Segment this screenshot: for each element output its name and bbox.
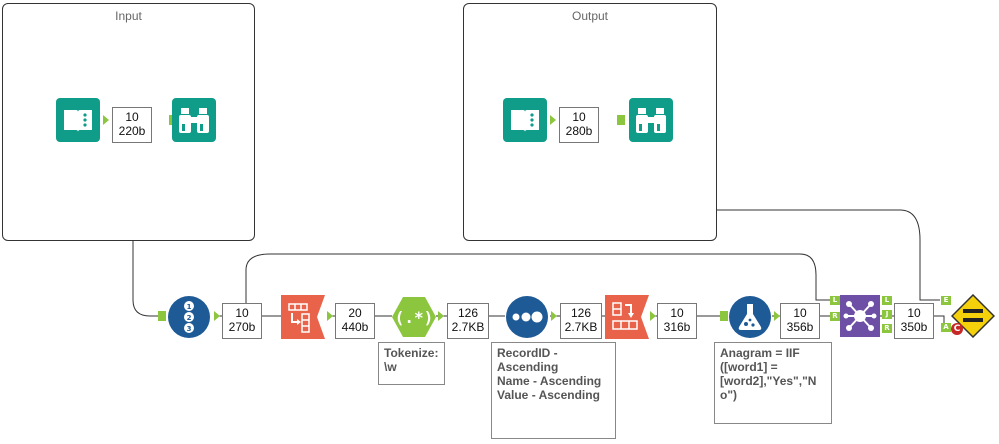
tile-dots-icon xyxy=(506,296,548,338)
join-anchor-right-out[interactable]: R xyxy=(882,324,892,333)
connection-label-6: 10 356b xyxy=(780,303,820,339)
connection-label-2: 20 440b xyxy=(335,303,375,339)
browse-tool-output[interactable] xyxy=(629,98,673,142)
regex-tool[interactable]: (.*) xyxy=(392,295,436,339)
data-size: 316b xyxy=(663,320,691,334)
join-anchor-join-out[interactable]: J xyxy=(882,310,892,319)
input-data-tool[interactable] xyxy=(56,98,100,142)
formula-annotation: Anagram = IIF ([word1] = [word2],"Yes","… xyxy=(714,342,832,424)
data-size: 2.7KB xyxy=(564,320,598,334)
tile-tool[interactable] xyxy=(505,295,549,339)
sort-tool[interactable] xyxy=(605,295,649,339)
error-indicator-label: C xyxy=(953,324,961,334)
sort-icon xyxy=(605,295,649,339)
anchor-out[interactable] xyxy=(650,311,656,321)
record-count: 20 xyxy=(348,306,362,320)
test-anchor-actual[interactable]: A xyxy=(941,323,951,332)
formula-flask-icon xyxy=(729,296,771,338)
record-id-icon: 1 2 3 xyxy=(168,296,210,338)
browse-binoculars-icon xyxy=(172,98,216,142)
data-size: 350b xyxy=(900,320,928,334)
svg-text:3: 3 xyxy=(187,325,192,333)
record-count: 126 xyxy=(570,306,592,320)
record-id-tool[interactable]: 1 2 3 xyxy=(167,295,211,339)
browse-tool-input[interactable] xyxy=(172,98,216,142)
transpose-icon xyxy=(281,295,325,339)
browse-binoculars-icon xyxy=(629,98,673,142)
input-container-title: Input xyxy=(115,9,142,23)
svg-text:2: 2 xyxy=(187,314,192,322)
transpose-tool[interactable] xyxy=(281,295,325,339)
join-tool[interactable] xyxy=(840,295,880,337)
anchor-out[interactable] xyxy=(103,115,109,125)
output-container-title: Output xyxy=(571,9,609,23)
output-input-data-tool[interactable] xyxy=(503,98,547,142)
regex-icon: (.*) xyxy=(392,297,436,337)
regex-annotation: Tokenize: \w xyxy=(378,342,445,385)
anchor-out[interactable] xyxy=(774,311,780,321)
record-count: 10 xyxy=(907,306,921,320)
record-count: 10 xyxy=(572,110,586,124)
record-count: 10 xyxy=(125,110,139,124)
formula-tool[interactable] xyxy=(728,295,772,339)
data-size: 280b xyxy=(565,124,593,138)
error-indicator-icon: C xyxy=(951,323,963,335)
connection-label-3: 126 2.7KB xyxy=(447,303,489,339)
sort-annotation: RecordID - Ascending Name - Ascending Va… xyxy=(491,342,616,439)
record-count: 10 xyxy=(670,306,684,320)
data-size: 356b xyxy=(786,320,814,334)
join-anchor-left-in[interactable]: L xyxy=(830,296,840,305)
connection-label-4: 126 2.7KB xyxy=(560,303,602,339)
anchor-in[interactable] xyxy=(720,311,728,321)
data-size: 2.7KB xyxy=(451,320,485,334)
input-book-icon xyxy=(503,98,547,142)
connection-label-1: 10 270b xyxy=(222,303,262,339)
record-count: 10 xyxy=(235,306,249,320)
anchor-out[interactable] xyxy=(438,311,444,321)
anchor-in[interactable] xyxy=(158,311,166,321)
output-connection-label: 10 280b xyxy=(559,107,599,143)
join-icon xyxy=(840,295,880,337)
join-anchor-left-out[interactable]: L xyxy=(882,296,892,305)
connection-label-5: 10 316b xyxy=(657,303,697,339)
data-size: 440b xyxy=(341,320,369,334)
test-anchor-expected[interactable]: E xyxy=(941,296,951,305)
join-anchor-right-in[interactable]: R xyxy=(830,312,840,321)
data-size: 270b xyxy=(228,320,256,334)
record-count: 126 xyxy=(457,306,479,320)
svg-text:(.*): (.*) xyxy=(395,308,434,327)
input-book-icon xyxy=(56,98,100,142)
connection-label-7: 10 350b xyxy=(894,303,934,339)
svg-text:1: 1 xyxy=(187,303,192,311)
data-size: 220b xyxy=(118,124,146,138)
input-connection-label: 10 220b xyxy=(112,107,152,143)
anchor-out[interactable] xyxy=(327,311,333,321)
record-count: 10 xyxy=(793,306,807,320)
anchor-out[interactable] xyxy=(214,311,220,321)
anchor-out[interactable] xyxy=(551,311,557,321)
anchor-in[interactable] xyxy=(617,115,625,125)
anchor-out[interactable] xyxy=(550,115,556,125)
